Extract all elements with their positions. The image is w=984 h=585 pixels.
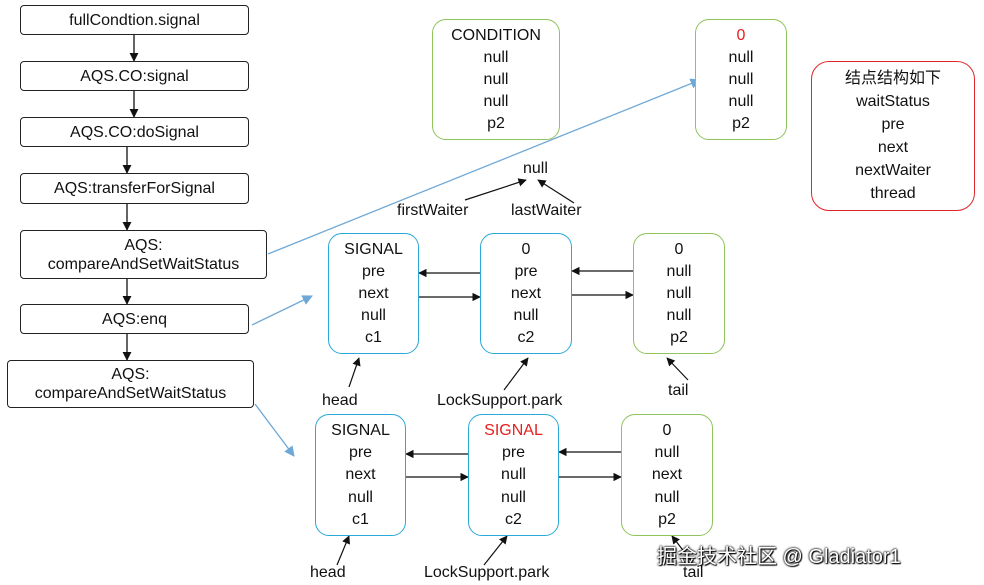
- tail-arrow: [671, 535, 693, 563]
- transition-arrow: [251, 295, 313, 326]
- step-label: AQS: compareAndSetWaitStatus: [47, 236, 240, 273]
- step-co-signal: AQS.CO:signal: [20, 61, 249, 91]
- node-field: null: [483, 71, 509, 88]
- transition-arrow: [267, 78, 701, 255]
- watermark: 掘金技术社区 @ Gladiator1: [657, 546, 901, 568]
- queue1-tail-label: tail: [668, 382, 689, 399]
- node-field: 0: [674, 241, 684, 258]
- node-field: pre: [348, 444, 373, 462]
- queue2-park-label: LockSupport.park: [424, 564, 550, 581]
- node-field: pre: [361, 263, 386, 280]
- legend-field: pre: [881, 116, 905, 133]
- legend-title: 结点结构如下: [844, 70, 941, 87]
- step-compare-and-set-wait-status-2: AQS: compareAndSetWaitStatus: [7, 360, 254, 408]
- node-field: p2: [658, 510, 676, 528]
- node-field: null: [483, 49, 509, 66]
- node-field: SIGNAL: [344, 241, 403, 258]
- node-field: p2: [732, 115, 750, 132]
- legend-field: thread: [870, 185, 916, 202]
- park-arrow: [483, 535, 508, 566]
- node-field: null: [501, 488, 526, 506]
- legend-field: next: [877, 139, 909, 156]
- queue2-node-c1: SIGNAL pre next null c1: [315, 414, 406, 536]
- node-field: null: [728, 71, 754, 88]
- step-label: fullCondtion.signal: [69, 11, 200, 29]
- node-structure-legend: 结点结构如下 waitStatus pre next nextWaiter th…: [811, 61, 975, 211]
- legend-field: waitStatus: [856, 93, 930, 110]
- node-field: null: [728, 49, 754, 66]
- step-label: AQS: compareAndSetWaitStatus: [34, 366, 227, 402]
- node-field: null: [666, 263, 692, 280]
- node-field: null: [501, 466, 526, 484]
- step-full-condition-signal: fullCondtion.signal: [20, 5, 249, 35]
- queue2-node-c2: SIGNAL pre null null c2: [468, 414, 559, 536]
- queue1-node-p2: 0 null null null p2: [633, 233, 725, 354]
- node-field: null: [654, 488, 680, 506]
- first-waiter-label: firstWaiter: [397, 202, 469, 219]
- queue1-head-label: head: [322, 392, 358, 409]
- node-field: p2: [670, 329, 688, 346]
- node-field: null: [483, 93, 509, 110]
- node-field: null: [348, 488, 373, 506]
- condition-node: CONDITION null null null p2: [432, 19, 560, 140]
- node-field: SIGNAL: [484, 422, 543, 440]
- node-field: next: [651, 466, 683, 484]
- node-field: pre: [501, 444, 526, 462]
- node-field: 0: [521, 241, 531, 258]
- node-field: null: [654, 444, 680, 462]
- head-arrow: [348, 357, 361, 388]
- node-field: c1: [352, 510, 369, 528]
- node-field: CONDITION: [451, 27, 541, 44]
- node-field: SIGNAL: [331, 422, 390, 440]
- node-field: c2: [517, 329, 535, 346]
- p2-updated-node: 0 null null null p2: [695, 19, 787, 140]
- node-field: c1: [365, 329, 382, 346]
- step-co-dosignal: AQS.CO:doSignal: [20, 117, 249, 147]
- queue2-head-label: head: [310, 564, 346, 581]
- step-label: AQS:enq: [102, 310, 167, 328]
- node-field: null: [666, 285, 692, 302]
- step-transfer-for-signal: AQS:transferForSignal: [20, 173, 249, 204]
- node-field: pre: [514, 263, 538, 280]
- head-arrow: [336, 535, 350, 566]
- node-field: next: [358, 285, 389, 302]
- node-field: 0: [662, 422, 672, 440]
- node-field: next: [345, 466, 376, 484]
- node-field: c2: [505, 510, 522, 528]
- node-field: null: [666, 307, 692, 324]
- null-label: null: [523, 160, 548, 177]
- node-field: next: [510, 285, 542, 302]
- last-waiter-arrow: [537, 179, 575, 204]
- first-waiter-arrow: [464, 178, 527, 201]
- node-field: null: [728, 93, 754, 110]
- park-arrow: [503, 357, 529, 391]
- step-label: AQS:transferForSignal: [54, 180, 215, 197]
- step-label: AQS.CO:signal: [80, 67, 189, 85]
- queue2-tail-label: tail: [683, 564, 704, 581]
- legend-field: nextWaiter: [855, 162, 931, 179]
- queue1-node-c1: SIGNAL pre next null c1: [328, 233, 419, 354]
- queue2-node-p2: 0 null next null p2: [621, 414, 713, 536]
- queue1-node-c2: 0 pre next null c2: [480, 233, 572, 354]
- last-waiter-label: lastWaiter: [511, 202, 582, 219]
- node-field: null: [361, 307, 386, 324]
- tail-arrow: [666, 357, 689, 381]
- step-label: AQS.CO:doSignal: [70, 123, 199, 141]
- transition-arrow: [254, 403, 295, 457]
- node-field: p2: [487, 115, 505, 132]
- node-field: 0: [736, 27, 746, 44]
- step-compare-and-set-wait-status: AQS: compareAndSetWaitStatus: [20, 230, 267, 279]
- node-field: null: [513, 307, 539, 324]
- queue1-park-label: LockSupport.park: [437, 392, 563, 409]
- step-enq: AQS:enq: [20, 304, 249, 334]
